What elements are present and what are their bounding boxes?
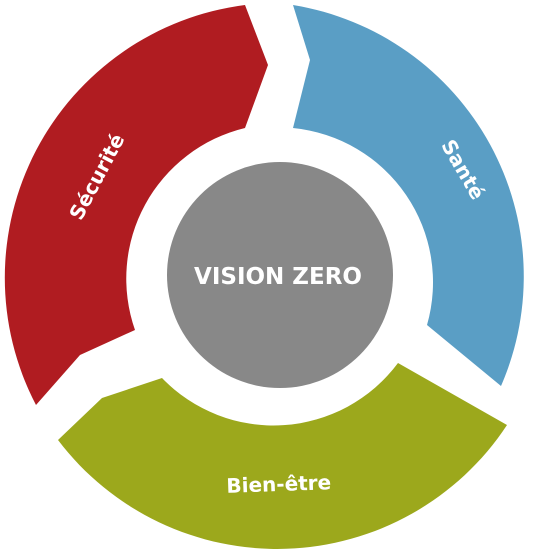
vision-zero-circle [167, 162, 393, 388]
sante-segment[interactable] [293, 5, 524, 386]
bien-etre-segment[interactable] [58, 363, 507, 549]
bien-etre-label: Bien-être [226, 470, 332, 498]
vision-zero-label: VISION ZERO [194, 264, 362, 290]
securite-segment[interactable] [4, 5, 269, 405]
